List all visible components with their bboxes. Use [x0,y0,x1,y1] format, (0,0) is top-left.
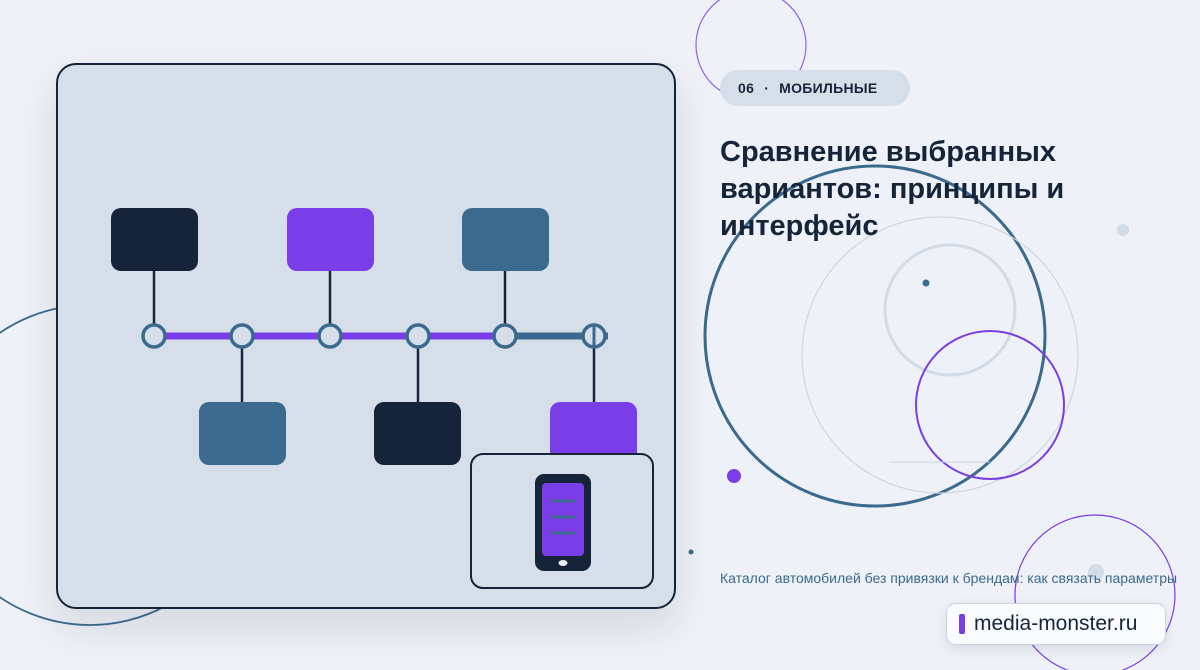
subtitle: Каталог автомобилей без привязки к бренд… [720,570,1178,586]
timeline-node [317,323,343,349]
timeline-box [374,402,461,465]
timeline-box [199,402,286,465]
badge-number: 06 [738,80,755,96]
timeline-box [462,208,549,271]
badge-separator: · [764,80,770,96]
badge-category: МОБИЛЬНЫЕ [779,80,878,96]
timeline-node [492,323,518,349]
illustration-card [56,63,676,609]
timeline-illustration [111,208,654,589]
timeline-box [550,402,637,465]
timeline-box [287,208,374,271]
brand-name: media-monster.ru [974,612,1138,635]
phone-icon [535,474,591,571]
page-title: Сравнение выбранных вариантов: принципы … [720,136,1065,242]
timeline-node [405,323,431,349]
timeline-node [141,323,167,349]
brand-accent-bar [959,614,965,634]
brand-label: media-monster.ru [946,603,1166,645]
category-badge: 06 · МОБИЛЬНЫЕ [720,70,910,106]
timeline-node [229,323,255,349]
timeline-box [111,208,198,271]
